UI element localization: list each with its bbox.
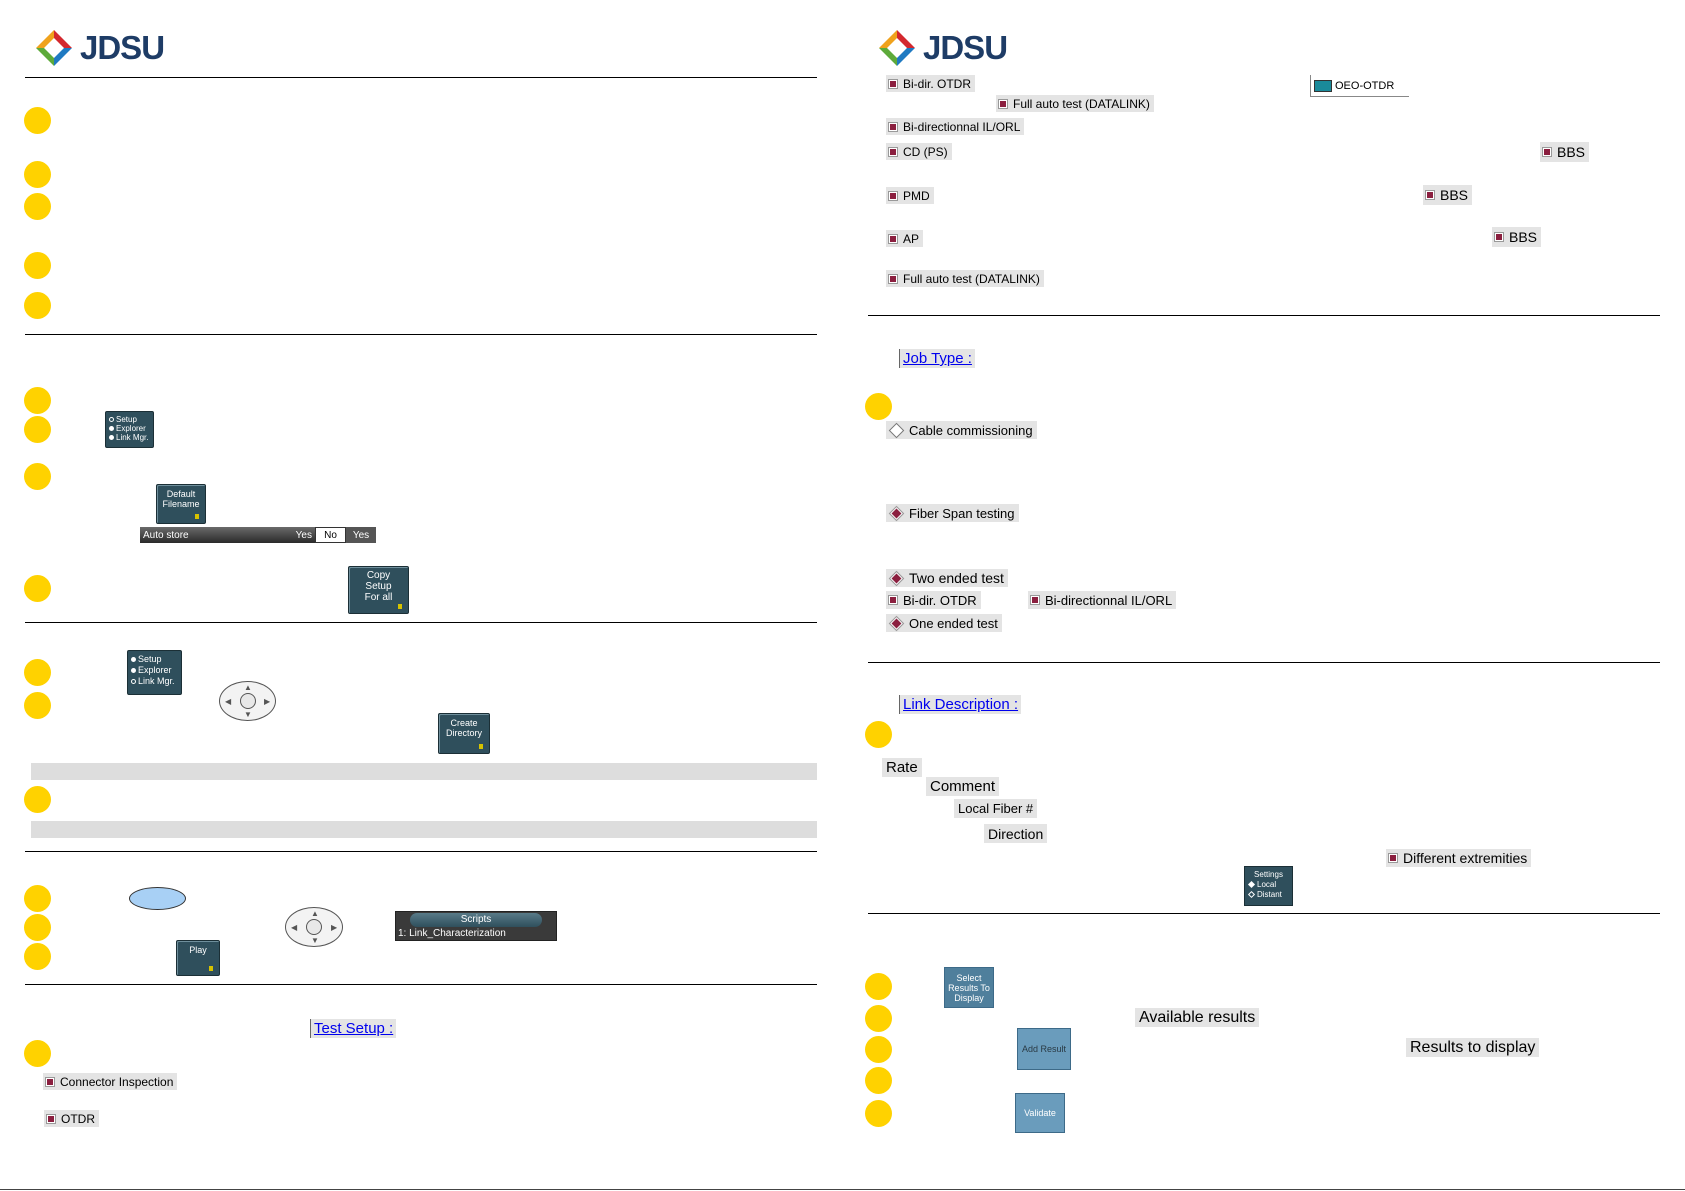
jdsu-logo-left: JDSU [34,28,165,68]
cd-ps-checkbox[interactable]: CD (PS) [886,143,952,160]
divider [868,315,1660,316]
divider [25,622,817,623]
oeo-otdr-icon [1314,79,1332,92]
bbs-checkbox-pmd[interactable]: BBS [1423,185,1473,205]
divider [25,851,817,852]
available-results-label: Available results [1135,1008,1260,1027]
step-bullet [24,659,51,686]
scripts-item[interactable]: 1: Link_Characterization [398,928,506,939]
step-bullet [24,292,51,319]
step-bullet [24,387,51,414]
step-bullet [865,1100,892,1127]
divider [25,77,817,78]
step-bullet [24,786,51,813]
test-setup-link[interactable]: Test Setup : [310,1019,397,1038]
create-directory-button[interactable]: Create Directory [438,713,490,754]
bidir-ilorl-checkbox-2[interactable]: Bi-directionnal IL/ORL [1028,591,1177,609]
direction-label: Direction [984,824,1048,843]
autostore-option-no[interactable]: No [315,527,346,543]
jdsu-logo-right: JDSU [877,28,1008,68]
step-bullet [24,914,51,941]
otdr-checkbox[interactable]: OTDR [44,1110,99,1127]
setup-explorer-menu[interactable]: Setup Explorer Link Mgr. [105,411,154,448]
step-bullet [24,193,51,220]
step-bullet [24,1040,51,1067]
bbs-checkbox-cd[interactable]: BBS [1540,142,1590,162]
fiber-span-testing-radio[interactable]: Fiber Span testing [886,504,1019,522]
cable-commissioning-radio[interactable]: Cable commissioning [886,421,1037,439]
step-bullet [865,1036,892,1063]
oeo-otdr-item[interactable]: OEO-OTDR [1310,75,1409,97]
different-extremities-checkbox[interactable]: Different extremities [1386,849,1532,867]
comment-label: Comment [926,777,1000,796]
jdsu-diamond-icon [879,30,915,66]
results-to-display-label: Results to display [1406,1038,1540,1057]
scripts-title: Scripts [410,913,542,927]
full-auto-test-checkbox-2[interactable]: Full auto test (DATALINK) [886,270,1044,287]
ap-checkbox[interactable]: AP [886,230,924,247]
divider [25,334,817,335]
step-bullet [24,252,51,279]
play-button[interactable]: Play [176,940,220,976]
full-auto-test-checkbox[interactable]: Full auto test (DATALINK) [996,95,1154,112]
navigation-pad-icon[interactable]: ▲▼ ◀▶ [285,907,343,947]
step-bullet [24,463,51,490]
local-fiber-label: Local Fiber # [954,799,1038,818]
two-ended-test-radio[interactable]: Two ended test [886,569,1008,587]
step-bullet [865,721,892,748]
bidir-otdr-checkbox-2[interactable]: Bi-dir. OTDR [886,591,981,609]
autostore-row[interactable]: Auto store Yes No Yes [140,527,376,543]
navigation-pad-icon[interactable]: ▲▼ ◀▶ [219,681,276,721]
divider [25,984,817,985]
brand-name: JDSU [923,29,1008,66]
bidir-otdr-checkbox[interactable]: Bi-dir. OTDR [886,75,976,92]
step-bullet [865,973,892,1000]
bottom-edge-line [0,1189,1685,1190]
step-bullet [865,1067,892,1094]
validate-button[interactable]: Validate [1015,1093,1065,1133]
step-bullet [24,161,51,188]
rate-label: Rate [882,758,922,777]
step-bullet [865,393,892,420]
link-mgr-menu[interactable]: Setup Explorer Link Mgr. [127,650,182,695]
oval-key-icon[interactable] [129,887,186,910]
divider [868,662,1660,663]
autostore-option-yes[interactable]: Yes [346,527,376,543]
step-bullet [24,575,51,602]
settings-button[interactable]: Settings Local Distant [1244,866,1293,906]
divider [868,913,1660,914]
connector-inspection-checkbox[interactable]: Connector Inspection [43,1073,178,1090]
step-bullet [24,692,51,719]
autostore-label: Auto store [143,529,189,541]
one-ended-test-radio[interactable]: One ended test [886,614,1002,632]
bbs-checkbox-ap[interactable]: BBS [1492,227,1542,247]
scripts-panel[interactable]: Scripts 1: Link_Characterization [395,911,557,941]
link-description-link[interactable]: Link Description : [899,695,1022,714]
step-bullet [24,416,51,443]
step-bullet [24,885,51,912]
pmd-checkbox[interactable]: PMD [886,187,934,204]
select-results-button[interactable]: Select Results To Display [944,967,994,1008]
brand-name: JDSU [80,29,165,66]
add-result-button[interactable]: Add Result [1017,1028,1071,1070]
job-type-link[interactable]: Job Type : [899,349,975,368]
jdsu-diamond-icon [36,30,72,66]
default-filename-button[interactable]: Default Filename [156,484,206,524]
info-bar [31,763,817,780]
step-bullet [24,943,51,970]
step-bullet [865,1005,892,1032]
info-bar [31,821,817,838]
copy-setup-button[interactable]: Copy Setup For all [348,566,409,614]
step-bullet [24,107,51,134]
autostore-value: Yes [295,529,312,541]
bidir-ilorl-checkbox[interactable]: Bi-directionnal IL/ORL [886,118,1025,135]
